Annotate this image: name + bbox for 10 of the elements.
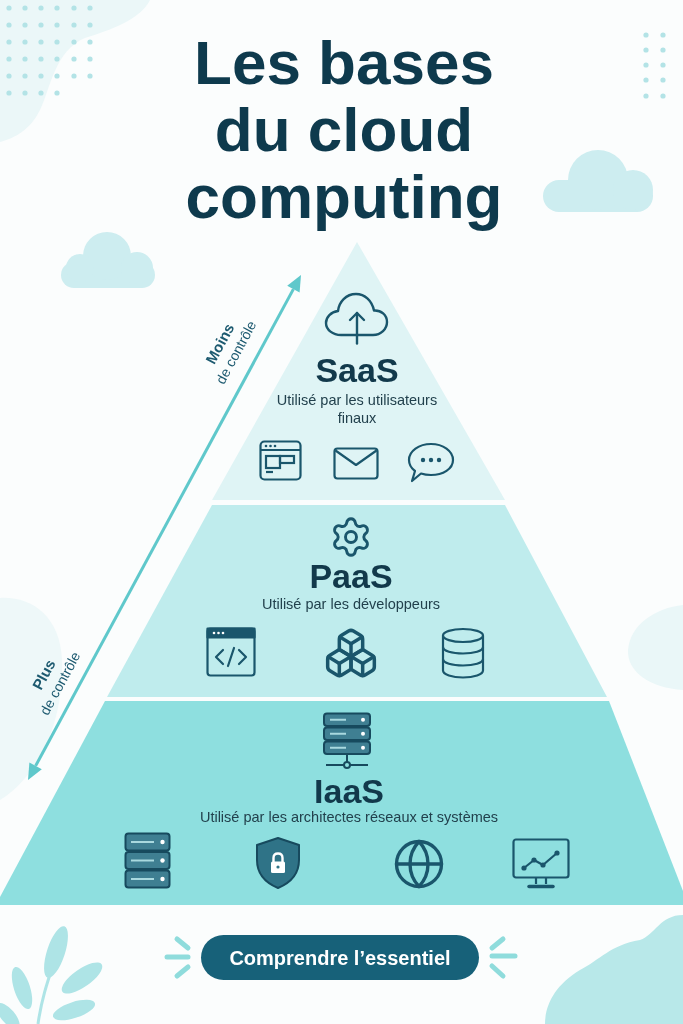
tier-description: Utilisé par les développeurs — [261, 595, 441, 613]
tier-title: PaaS — [309, 559, 393, 593]
pyramid-tier — [107, 505, 607, 697]
page-title: Les bases du cloud computing — [184, 29, 504, 230]
pyramid-tier — [0, 701, 683, 905]
tier-title: IaaS — [314, 774, 384, 808]
call-to-action-button: Comprendre l’essentiel — [201, 935, 479, 980]
tier-description: Utilisé par les architectes réseaux et systèmes — [199, 808, 499, 826]
tier-description: Utilisé par les utilisateurs finaux — [275, 391, 439, 427]
tier-title: SaaS — [315, 353, 399, 387]
